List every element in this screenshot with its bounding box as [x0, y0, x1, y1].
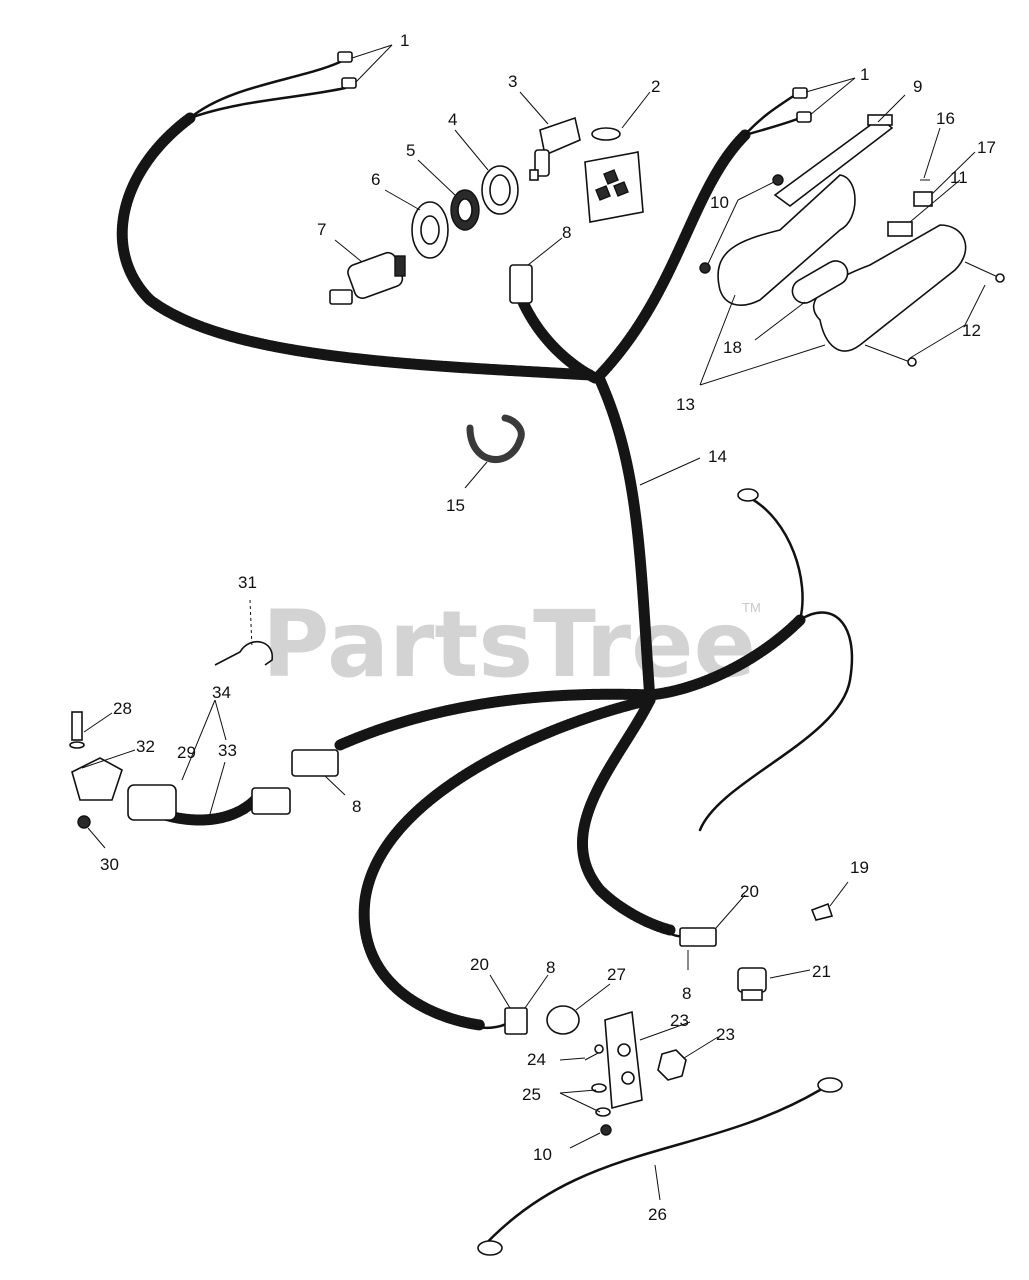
screws-part-12: [864, 261, 1005, 367]
callout-23-bracket: 23: [670, 1011, 689, 1030]
callout-5: 5: [406, 141, 415, 160]
callout-10-upper: 10: [710, 193, 729, 212]
connector-20-right: [679, 927, 717, 947]
callout-24: 24: [527, 1050, 546, 1069]
connector-1-left: [337, 51, 357, 89]
callout-32: 32: [136, 737, 155, 756]
screw-part-24: [584, 1044, 604, 1061]
callout-15: 15: [446, 496, 465, 515]
bolt-part-28: [69, 711, 85, 749]
nut-part-10-lower: [600, 1124, 612, 1136]
sender-part-21: [737, 967, 767, 1001]
callout-14: 14: [708, 447, 727, 466]
callout-10-lower: 10: [533, 1145, 552, 1164]
connector-part-33: [251, 787, 291, 815]
bezel-part-4: [481, 165, 519, 215]
grip-part-18: [791, 260, 849, 304]
callout-26: 26: [648, 1205, 667, 1224]
callout-17: 17: [977, 138, 996, 157]
relay-part-29: [127, 784, 177, 821]
callout-11: 11: [950, 168, 968, 187]
callout-labels: 1 1 2 3 4 5 6 7 8 8 8 8 9 10 10 11 12 13…: [100, 31, 996, 1224]
washer-part-6: [411, 201, 449, 259]
callout-13: 13: [676, 395, 695, 414]
housing-part-13: [717, 174, 967, 352]
callout-8-left: 8: [352, 797, 361, 816]
clip-part-17: [913, 191, 933, 207]
switch-part-7: [329, 251, 406, 305]
callout-25: 25: [522, 1085, 541, 1104]
connector-1-right: [792, 87, 812, 123]
callout-30: 30: [100, 855, 119, 874]
sensor-part-27: [546, 1005, 580, 1035]
callout-21: 21: [812, 962, 831, 981]
callout-27: 27: [607, 965, 626, 984]
connector-8-upper: [509, 264, 533, 304]
cable-part-26-ends: [477, 488, 843, 1256]
callout-8-upper: 8: [562, 223, 571, 242]
switch-part-3: [529, 116, 581, 181]
callout-2: 2: [651, 77, 660, 96]
callout-31: 31: [238, 573, 257, 592]
callout-33: 33: [218, 741, 237, 760]
nut-part-5: [450, 189, 480, 231]
clip-part-11: [887, 221, 913, 237]
callout-16: 16: [936, 109, 955, 128]
connector-8-left: [291, 749, 339, 777]
callout-34: 34: [212, 683, 231, 702]
thin-wires: [188, 60, 854, 1252]
callout-1-right: 1: [860, 65, 869, 84]
callout-20-lower: 20: [470, 955, 489, 974]
bulb-part-19: [810, 902, 834, 921]
washer-part-25: [591, 1083, 611, 1117]
callout-8-lower: 8: [546, 958, 555, 977]
decal-part-2: [584, 127, 644, 223]
callout-29: 29: [177, 743, 196, 762]
module-part-34: [71, 757, 123, 801]
wiring-harness: [116, 112, 806, 1031]
callout-18: 18: [723, 338, 742, 357]
callout-3: 3: [508, 72, 517, 91]
callout-20-right: 20: [740, 882, 759, 901]
callout-8-right: 8: [682, 984, 691, 1003]
callout-28: 28: [113, 699, 132, 718]
nut-part-23: [657, 1049, 687, 1081]
callout-7: 7: [317, 220, 326, 239]
clamp-part-31: [214, 640, 273, 666]
callout-9: 9: [913, 77, 922, 96]
bracket-part-23: [604, 1010, 643, 1110]
callout-1-left: 1: [400, 31, 409, 50]
callout-4: 4: [448, 110, 457, 129]
callout-23-nut: 23: [716, 1025, 735, 1044]
watermark-text: PartsTree: [262, 591, 756, 698]
watermark-trademark: TM: [742, 600, 761, 615]
callout-6: 6: [371, 170, 380, 189]
nut-part-10-upper: [699, 174, 784, 274]
connector-20-lower: [504, 1007, 528, 1035]
leader-lines: [81, 44, 986, 1201]
callout-19: 19: [850, 858, 869, 877]
tie-part-15: [466, 414, 525, 463]
callout-12: 12: [962, 321, 981, 340]
nut-part-30: [77, 815, 91, 829]
